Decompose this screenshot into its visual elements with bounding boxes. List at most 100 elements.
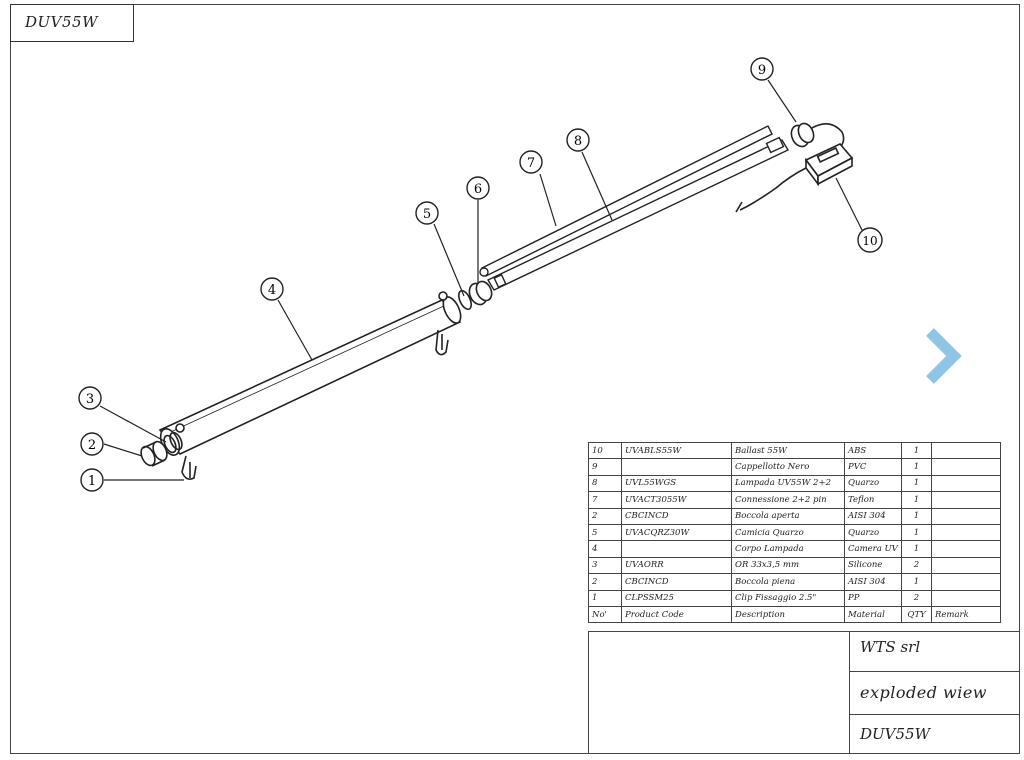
drawing-border <box>10 4 1020 754</box>
bom-number: 2 <box>588 573 622 591</box>
bom-remark <box>931 540 1001 558</box>
svg-text:2: 2 <box>88 438 96 453</box>
bom-header-description: Description <box>731 605 845 624</box>
end-cap-part <box>140 440 168 467</box>
title-block-empty <box>589 632 850 753</box>
bom-material: Teflon <box>844 491 902 509</box>
balloon-7: 7 <box>519 150 543 174</box>
bom-qty: 1 <box>901 523 932 542</box>
bom-material: PVC <box>844 458 902 476</box>
bom-product-code: CBCINCD <box>621 573 732 591</box>
bom-header-product-code: Product Code <box>621 605 732 624</box>
bom-product-code <box>621 540 732 558</box>
balloon-8: 8 <box>566 128 590 152</box>
bom-description: Lampada UV55W 2+2 <box>731 474 845 493</box>
leader-lines <box>99 79 863 481</box>
bom-number: 3 <box>588 556 622 575</box>
bom-qty: 2 <box>901 556 932 575</box>
bom-remark <box>931 458 1001 476</box>
bom-number: 1 <box>588 589 622 607</box>
bom-qty: 1 <box>901 507 932 525</box>
lamp-body-part <box>158 291 462 456</box>
uv-lamp-part <box>487 136 789 291</box>
svg-text:4: 4 <box>268 283 276 298</box>
svg-text:6: 6 <box>474 182 482 197</box>
bom-number: 4 <box>588 540 622 558</box>
bom-number: 7 <box>588 491 622 509</box>
svg-text:10: 10 <box>862 234 877 248</box>
bom-product-code: CBCINCD <box>621 507 732 525</box>
bom-product-code: UVACT3055W <box>621 491 732 509</box>
company-name: WTS srl <box>850 632 1020 672</box>
bom-number: 5 <box>588 523 622 542</box>
bom-remark <box>931 491 1001 509</box>
bom-material: ABS <box>844 441 902 460</box>
balloon-9: 9 <box>750 57 774 81</box>
balloon-10: 10 <box>857 227 883 253</box>
bom-number: 10 <box>588 441 622 460</box>
chevron-right-icon[interactable] <box>926 328 962 384</box>
drawing-code-tag: DUV55W <box>10 4 134 42</box>
svg-text:5: 5 <box>423 207 431 222</box>
bom-number: 8 <box>588 474 622 493</box>
bom-description: OR 33x3,5 mm <box>731 556 845 575</box>
bom-material: Silicone <box>844 556 902 575</box>
bom-qty: 1 <box>901 441 932 460</box>
bom-description: Connessione 2+2 pin <box>731 491 845 509</box>
bom-product-code: UVL55WGS <box>621 474 732 493</box>
svg-text:9: 9 <box>758 63 766 78</box>
svg-text:3: 3 <box>86 392 94 407</box>
bom-qty: 1 <box>901 491 932 509</box>
bom-number: 9 <box>588 458 622 476</box>
balloon-2: 2 <box>80 432 104 456</box>
bom-description: Cappellotto Nero <box>731 458 845 476</box>
bom-header-remark: Remark <box>931 605 1001 624</box>
bom-product-code: CLPSSM25 <box>621 589 732 607</box>
bom-description: Clip Fissaggio 2.5" <box>731 589 845 607</box>
bom-product-code: UVACQRZ30W <box>621 523 732 542</box>
bom-remark <box>931 507 1001 525</box>
bom-header-material: Material <box>844 605 902 624</box>
balloon-1: 1 <box>80 468 104 492</box>
balloon-4: 4 <box>260 277 284 301</box>
bom-product-code: UVABLS55W <box>621 441 732 460</box>
clip-part <box>181 455 197 480</box>
bom-header-number: No' <box>588 605 622 624</box>
bom-description: Ballast 55W <box>731 441 845 460</box>
clip-part-right <box>435 329 449 356</box>
bom-qty: 1 <box>901 540 932 558</box>
bom-remark <box>931 556 1001 575</box>
balloon-3: 3 <box>78 386 102 410</box>
svg-text:7: 7 <box>527 156 535 171</box>
bom-qty: 2 <box>901 589 932 607</box>
bom-material: AISI 304 <box>844 507 902 525</box>
quartz-sleeve-part <box>479 125 773 277</box>
svg-text:1: 1 <box>88 474 96 489</box>
bom-description: Boccola aperta <box>731 507 845 525</box>
bom-material: Quarzo <box>844 474 902 493</box>
bom-product-code <box>621 458 732 476</box>
bom-description: Corpo Lampada <box>731 540 845 558</box>
balloon-6: 6 <box>466 176 490 200</box>
drawing-code-bottom: DUV55W <box>860 725 931 743</box>
title-block: WTS srl exploded wiew DUV55W <box>588 631 1020 754</box>
bom-material: Quarzo <box>844 523 902 542</box>
o-ring-part <box>163 431 183 454</box>
bom-number: 2 <box>588 507 622 525</box>
svg-text:8: 8 <box>574 134 582 149</box>
view-label: exploded wiew <box>850 672 1020 715</box>
ballast-part <box>735 143 854 213</box>
